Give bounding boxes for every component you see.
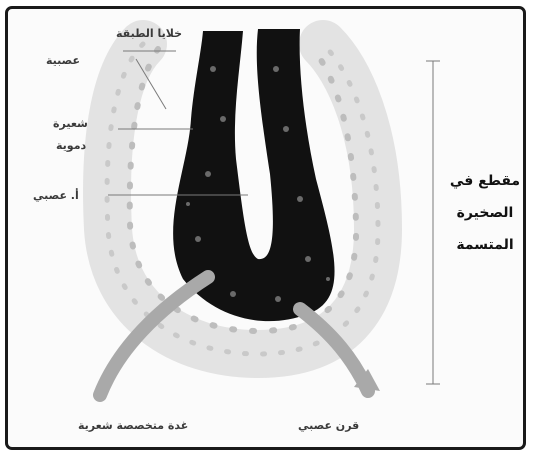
label-bottom-right: قرن عصبي — [298, 419, 359, 433]
label-cells-1: خلايا الطبقة — [116, 27, 182, 41]
label-cells-2: عصبية — [46, 54, 80, 68]
label-section-2: الصخيرة — [448, 199, 522, 227]
label-bottom-left: غدة متخصصة شعرية — [78, 419, 188, 433]
label-section-3: المتسمة — [448, 231, 522, 259]
label-section-1: مقطع في — [448, 167, 522, 195]
diagram-frame: خلايا الطبقة عصبية شعيرة دموية أ. عصبي م… — [5, 6, 526, 450]
hair-follicle-diagram — [8, 9, 526, 450]
label-tissue: أ. عصبي — [33, 189, 79, 203]
label-layer-1: شعيرة — [53, 117, 88, 131]
label-layer-2: دموية — [56, 139, 86, 153]
